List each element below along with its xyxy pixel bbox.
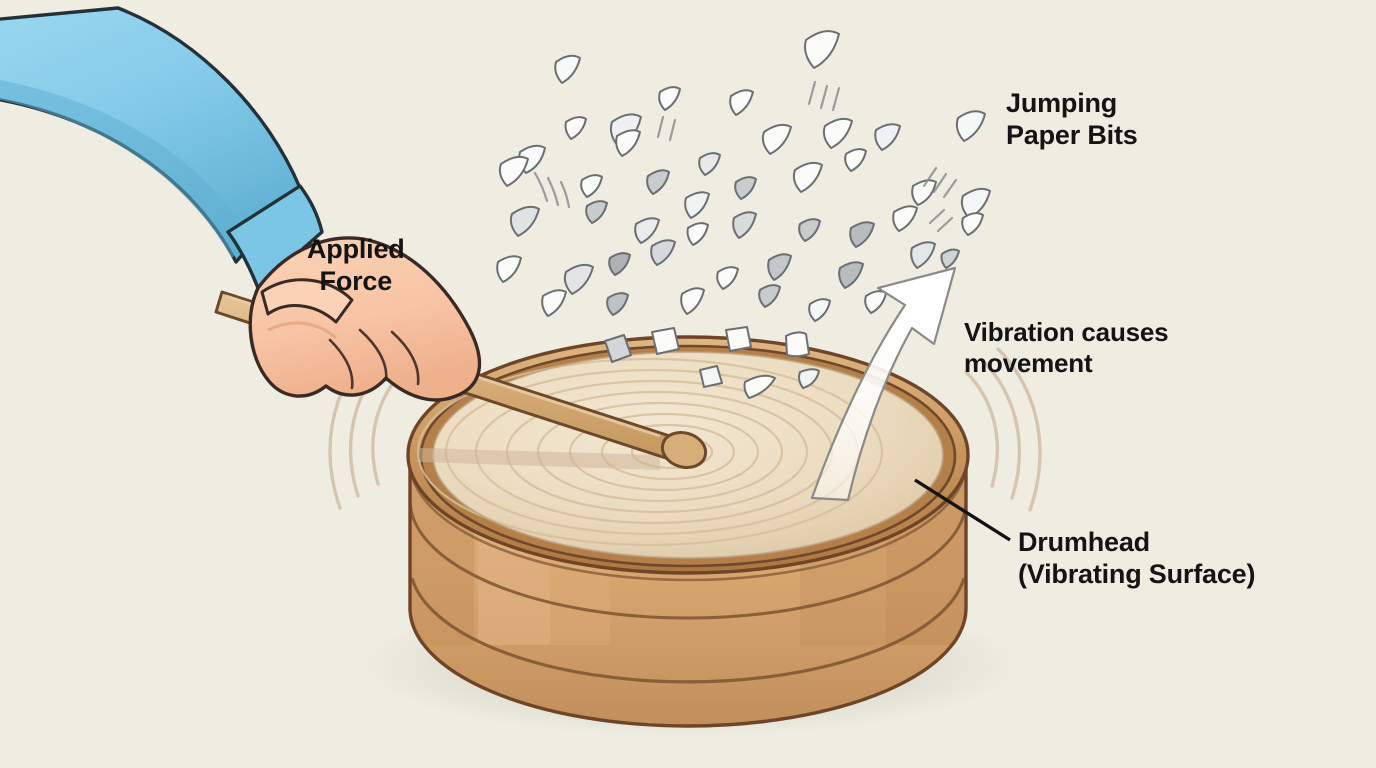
sleeve-cuff (226, 184, 324, 290)
paper-bits-on-drum (604, 326, 820, 399)
label-jumping-paper-bits: Jumping Paper Bits (1006, 88, 1138, 150)
vibration-arrow (810, 266, 957, 502)
shell-hoop-upper (408, 499, 968, 620)
jumping-paper-bits (496, 30, 991, 322)
shell-hoop-top (408, 461, 968, 582)
label-drumhead: Drumhead (Vibrating Surface) (1018, 527, 1256, 589)
vibration-arcs-right (964, 347, 1042, 512)
shell-hoop-lower (410, 577, 966, 684)
label-vibration-causes-movement: Vibration causes movement (964, 317, 1169, 378)
drum-rim-outer-outline (406, 335, 970, 575)
label-applied-force: Applied Force (307, 234, 405, 296)
paper-motion-lines (533, 80, 958, 233)
arm-sleeve (0, 6, 324, 290)
drumstick-shadow (420, 448, 660, 470)
hand (248, 236, 482, 402)
shell-outline (408, 455, 968, 728)
drumhead-leader-line (914, 478, 1011, 542)
thumb (260, 278, 354, 324)
